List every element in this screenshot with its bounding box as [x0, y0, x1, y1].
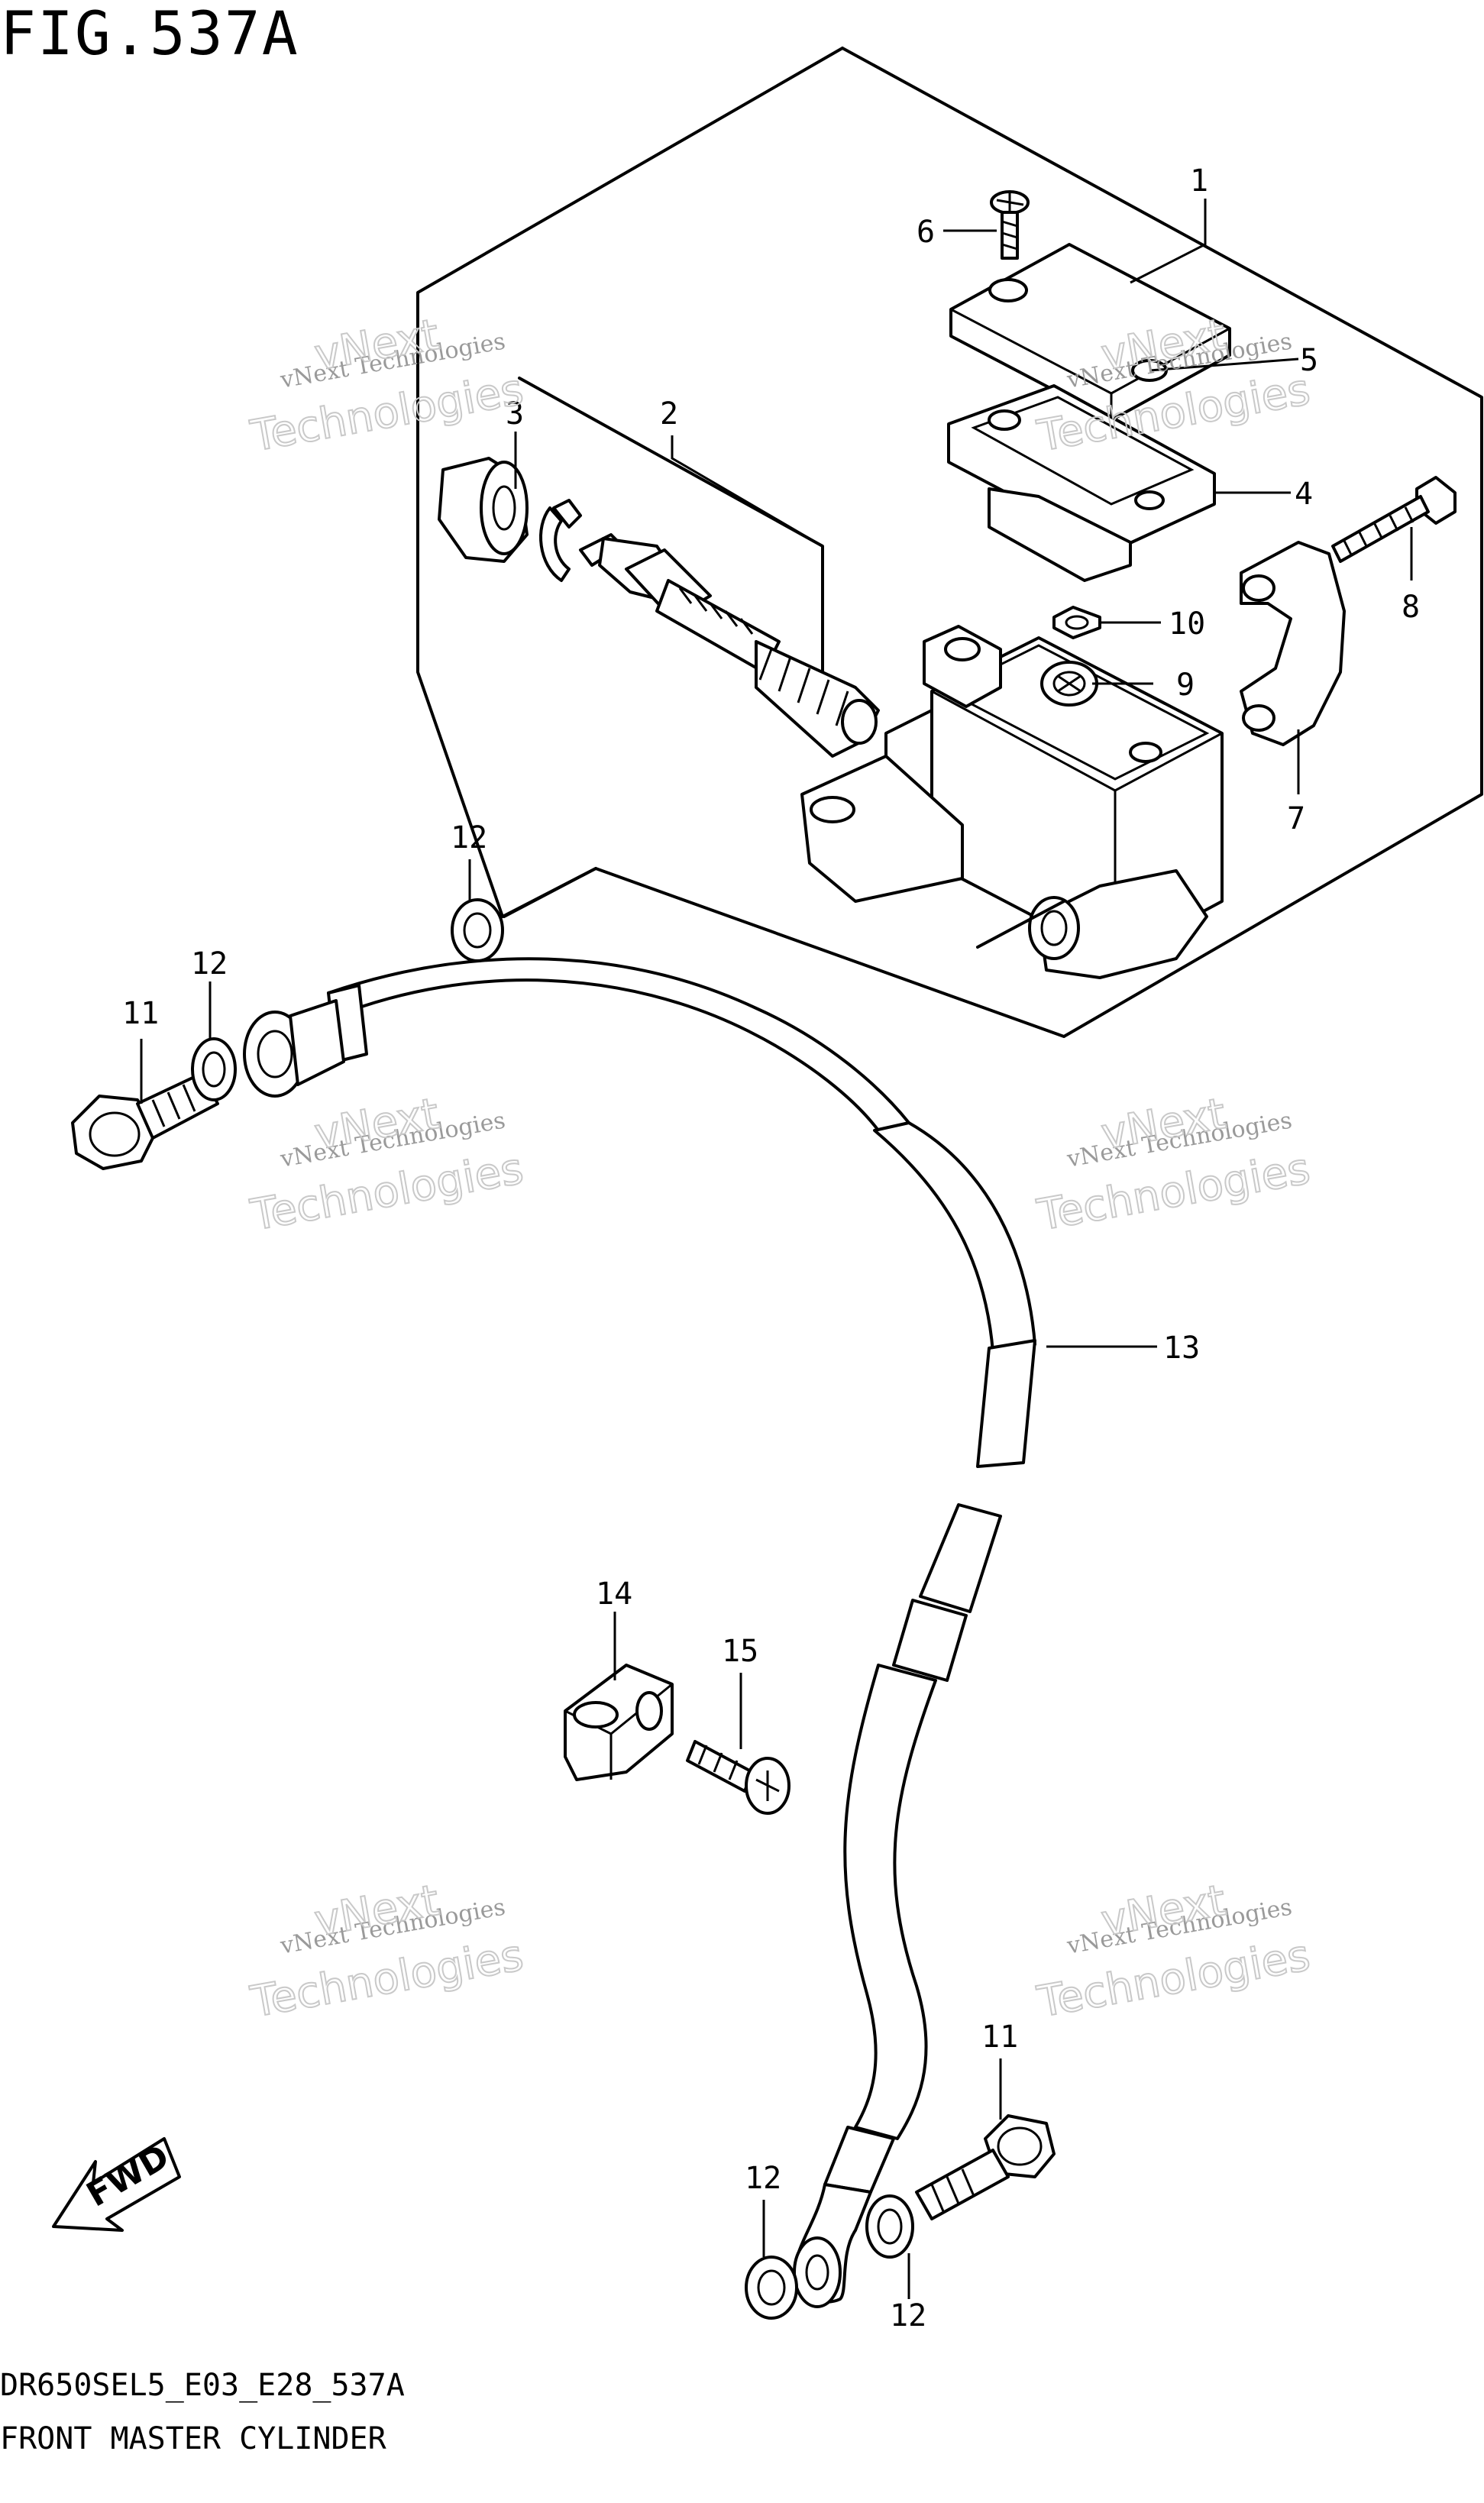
- clamp-bolt: [1331, 476, 1457, 563]
- figure-name: FRONT MASTER CYLINDER: [0, 2421, 386, 2456]
- gasket-lower-right: [865, 2194, 914, 2259]
- reservoir-screw: [990, 190, 1030, 260]
- handlebar-clamp: [1240, 541, 1346, 746]
- figure-code: DR650SEL5_E03_E28_537A: [0, 2368, 405, 2403]
- svg-text:vNext: vNext: [1098, 1089, 1229, 1159]
- svg-text:vNext: vNext: [311, 1876, 442, 1946]
- callout-1: 1: [1190, 163, 1208, 199]
- callout-7: 7: [1287, 801, 1305, 836]
- callout-11a: 11: [122, 996, 159, 1031]
- callout-3: 3: [506, 396, 524, 432]
- callout-2: 2: [660, 396, 678, 432]
- leader-5: [1149, 357, 1299, 372]
- watermark-mid-left: vNext Technologies vNext Technologies: [246, 1088, 528, 1242]
- callout-14: 14: [596, 1577, 632, 1612]
- figure-title: FIG.537A: [0, 0, 299, 69]
- svg-text:vNext: vNext: [311, 310, 442, 380]
- watermark-top-left: vNext Technologies vNext Technologies: [246, 309, 528, 463]
- reservoir-bolt: [1040, 661, 1098, 707]
- forward-direction-arrow: FWD: [52, 2137, 181, 2232]
- callout-12b: 12: [191, 946, 228, 981]
- gasket-upper-banjo: [191, 1037, 237, 1101]
- circlip: [539, 499, 582, 582]
- hose-banjo-lower: [793, 2183, 872, 2308]
- hose-leader-frame-2: [976, 900, 1065, 949]
- union-bolt-lower: [915, 2114, 1056, 2220]
- callout-12a: 12: [451, 820, 487, 855]
- gasket-lower-left: [745, 2256, 798, 2320]
- callout-12d: 12: [890, 2298, 926, 2333]
- piston-boot: [438, 457, 529, 563]
- reservoir-diaphragm: [947, 384, 1216, 582]
- watermark-bottom-left: vNext Technologies vNext Technologies: [246, 1875, 528, 2029]
- leader-1: [1130, 199, 1207, 284]
- gasket-top: [451, 898, 504, 962]
- callout-9: 9: [1176, 668, 1195, 703]
- brake-hose: [327, 957, 1036, 2194]
- svg-text:vNext: vNext: [311, 1089, 442, 1159]
- hose-clamp: [564, 1664, 674, 1781]
- svg-text:vNext: vNext: [1098, 1876, 1229, 1946]
- master-cylinder-body: [800, 625, 1224, 979]
- clamp-screw: [686, 1740, 790, 1815]
- hose-leader-frame: [503, 867, 597, 918]
- watermark-mid-right: vNext Technologies vNext Technologies: [1033, 1088, 1314, 1242]
- callout-11b: 11: [981, 2020, 1018, 2055]
- leader-2: [671, 435, 823, 548]
- callout-4: 4: [1295, 477, 1313, 512]
- reservoir-washer: [1052, 606, 1101, 639]
- callout-15: 15: [722, 1634, 758, 1669]
- hose-banjo-upper: [243, 984, 368, 1098]
- assembly-boundary-frame: [416, 47, 1483, 1038]
- callout-6: 6: [917, 215, 935, 250]
- callout-5: 5: [1300, 343, 1318, 378]
- callout-12c: 12: [745, 2161, 781, 2196]
- callout-10: 10: [1169, 606, 1205, 642]
- watermark-bottom-right: vNext Technologies vNext Technologies: [1033, 1875, 1314, 2029]
- callout-13: 13: [1163, 1331, 1200, 1366]
- piston-assembly: [579, 533, 880, 758]
- callout-8: 8: [1402, 590, 1420, 625]
